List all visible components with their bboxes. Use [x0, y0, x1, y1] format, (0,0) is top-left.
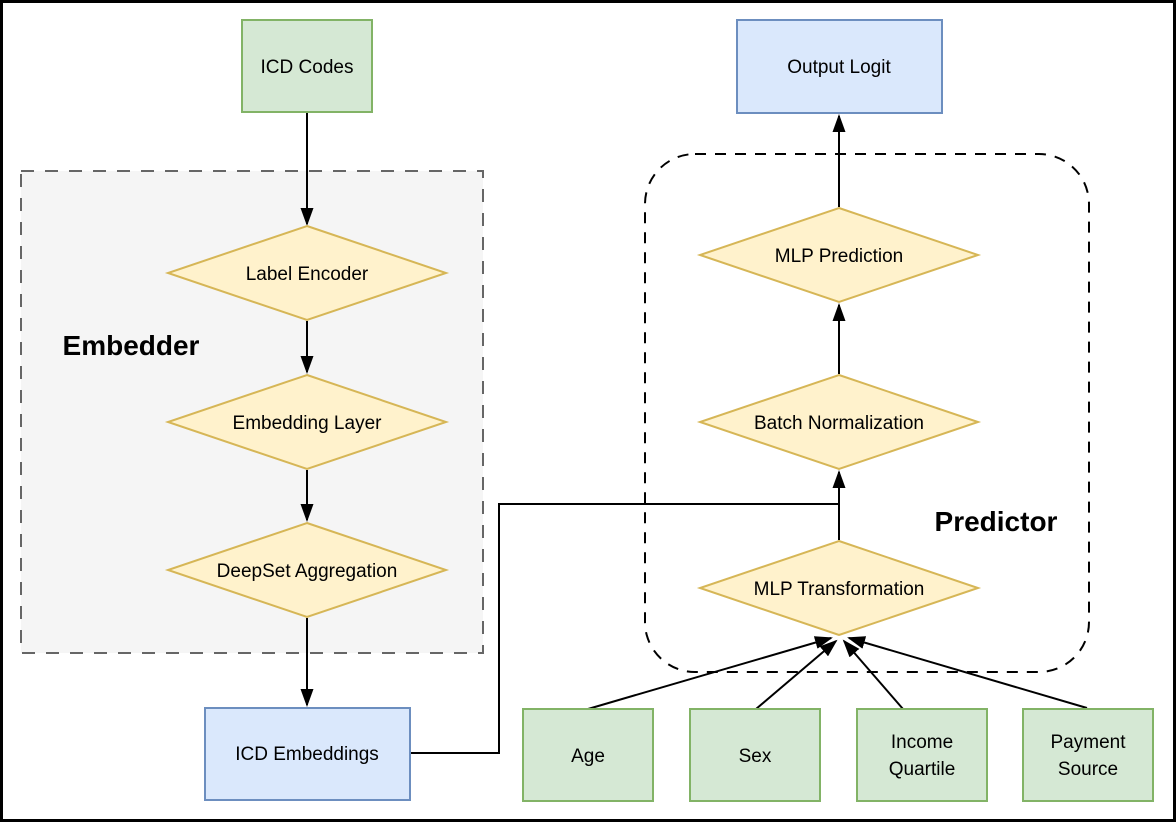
sex-box — [689, 708, 821, 802]
income-quartile-label-line1: Income — [891, 732, 953, 753]
node-deepset-aggregation: DeepSet Aggregation — [164, 521, 450, 619]
mlp-prediction-diamond — [696, 206, 982, 304]
mlp-transformation-diamond — [696, 539, 982, 637]
node-income-quartile: Income Quartile — [856, 708, 988, 802]
node-icd-codes: ICD Codes — [241, 19, 373, 113]
payment-source-label-line2: Source — [1058, 759, 1118, 780]
deepset-aggregation-label: DeepSet Aggregation — [217, 561, 398, 582]
node-batch-normalization: Batch Normalization — [696, 373, 982, 471]
icd-embeddings-box — [204, 707, 411, 801]
node-sex: Sex — [689, 708, 821, 802]
icd-codes-box — [241, 19, 373, 113]
batch-normalization-diamond — [696, 373, 982, 471]
icd-codes-label: ICD Codes — [261, 57, 354, 78]
edge-icd-embeddings-to-batch-normalization — [410, 503, 839, 754]
icd-embeddings-label: ICD Embeddings — [235, 744, 379, 765]
predictor-group-box — [644, 153, 1090, 673]
node-output-logit: Output Logit — [736, 19, 943, 114]
output-logit-box — [736, 19, 943, 114]
label-encoder-label: Label Encoder — [246, 264, 369, 285]
node-embedding-layer: Embedding Layer — [164, 373, 450, 471]
edge-age-to-mlp-transformation — [587, 636, 833, 710]
output-logit-label: Output Logit — [787, 57, 891, 78]
edge-sex-to-mlp-transformation — [755, 639, 838, 710]
edge-payment-source-to-mlp-transformation — [847, 636, 1088, 709]
node-mlp-prediction: MLP Prediction — [696, 206, 982, 304]
batch-normalization-label: Batch Normalization — [754, 413, 924, 434]
sex-label: Sex — [739, 746, 772, 767]
label-encoder-diamond — [164, 224, 450, 322]
predictor-group: Predictor — [644, 153, 1090, 673]
embedding-layer-label: Embedding Layer — [233, 413, 383, 434]
edge-income-quartile-to-mlp-transformation — [842, 639, 904, 710]
predictor-group-label: Predictor — [935, 506, 1058, 537]
node-mlp-transformation: MLP Transformation — [696, 539, 982, 637]
node-icd-embeddings: ICD Embeddings — [204, 707, 411, 801]
mlp-prediction-label: MLP Prediction — [775, 246, 904, 267]
income-quartile-box — [856, 708, 988, 802]
income-quartile-label-line2: Quartile — [889, 759, 956, 780]
age-label: Age — [571, 746, 605, 767]
node-label-encoder: Label Encoder — [164, 224, 450, 322]
node-payment-source: Payment Source — [1022, 708, 1154, 802]
embedder-group-label: Embedder — [63, 330, 200, 361]
payment-source-label-line1: Payment — [1051, 732, 1127, 753]
age-box — [522, 708, 654, 802]
node-age: Age — [522, 708, 654, 802]
deepset-aggregation-diamond — [164, 521, 450, 619]
mlp-transformation-label: MLP Transformation — [754, 579, 925, 600]
embedding-layer-diamond — [164, 373, 450, 471]
payment-source-box — [1022, 708, 1154, 802]
